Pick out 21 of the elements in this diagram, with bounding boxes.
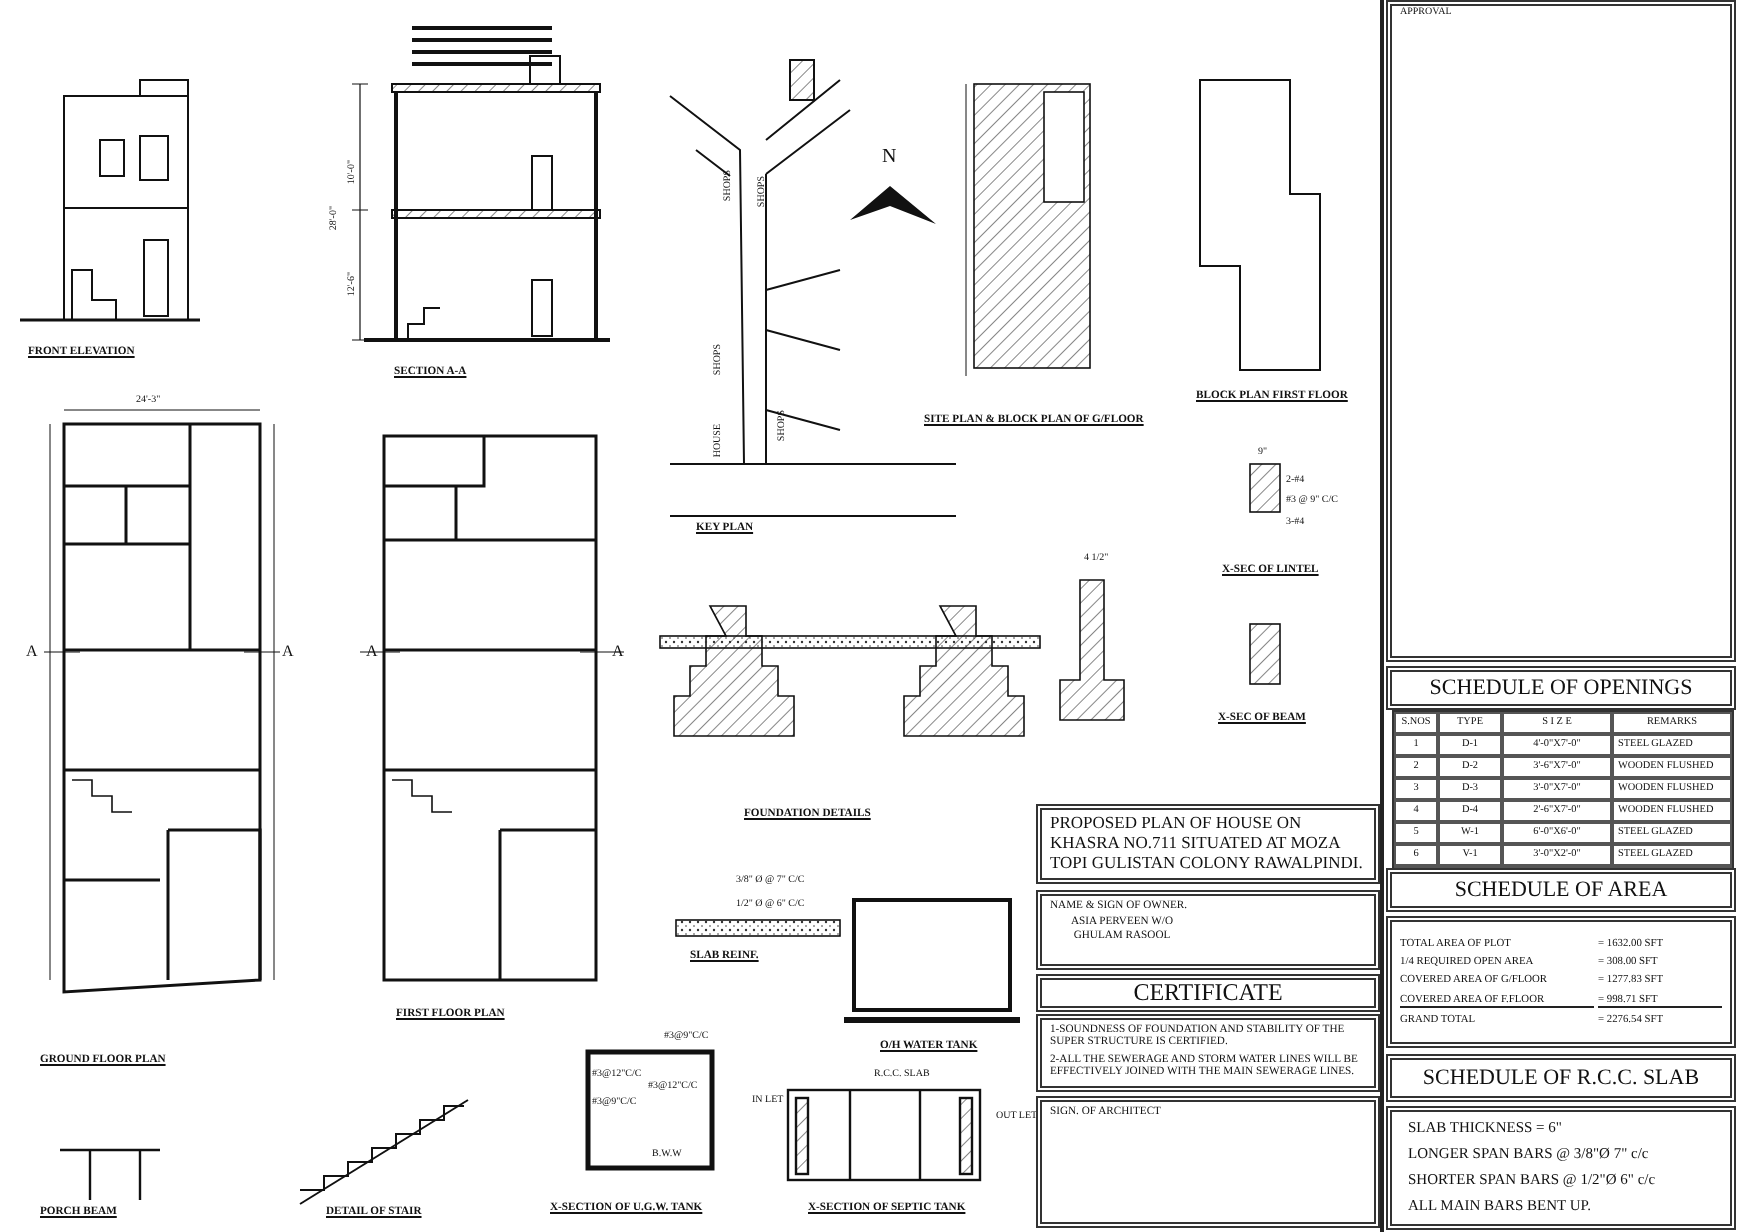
heading-text: SCHEDULE OF OPENINGS (1429, 675, 1693, 701)
heading-text: CERTIFICATE (1133, 979, 1283, 1007)
approval-box (1386, 0, 1736, 662)
heading-text: SCHEDULE OF R.C.C. SLAB (1422, 1065, 1700, 1091)
section-mark: A (366, 644, 378, 660)
north-label: N (882, 148, 897, 168)
area-schedule-box (1386, 916, 1736, 1048)
signature-box (1036, 1096, 1380, 1228)
owner-box (1036, 890, 1380, 970)
slab-schedule-box (1386, 1106, 1736, 1230)
section-mark: A (612, 644, 624, 660)
certificate-box (1036, 1014, 1380, 1092)
heading-box (1386, 666, 1736, 710)
title-block (1036, 804, 1380, 884)
box-text: PROPOSED PLAN OF HOUSE ON KHASRA NO.711 SITUATED AT MOZA TOPI GULISTAN COLONY RAWALPINDI. (1050, 814, 1365, 873)
heading-box (1386, 868, 1736, 912)
heading-text: SCHEDULE OF AREA (1454, 877, 1668, 903)
section-mark: A (26, 644, 38, 660)
heading-box (1386, 1054, 1736, 1102)
heading-box (1036, 974, 1380, 1012)
section-mark: A (282, 644, 294, 660)
